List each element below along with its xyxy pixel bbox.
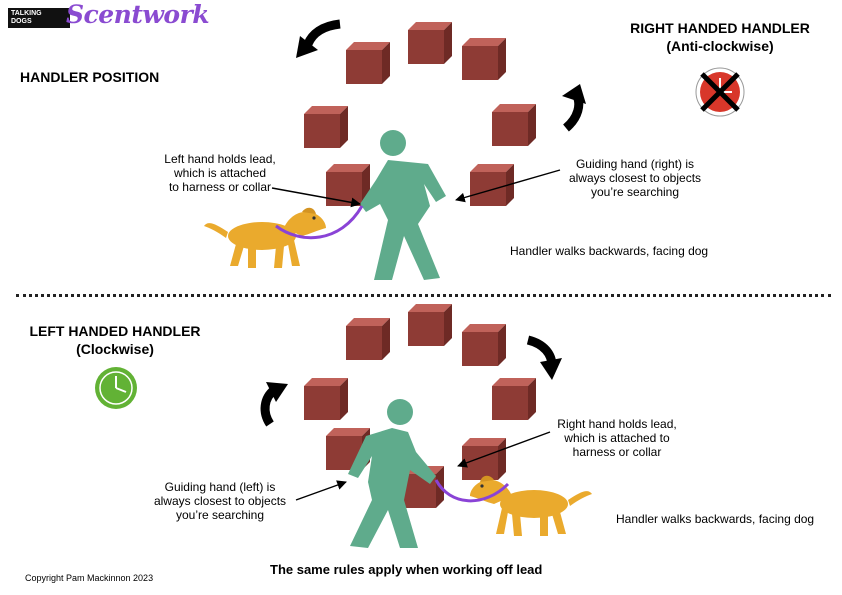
- logo-wordmark: Scentwork: [66, 0, 210, 29]
- scent-box: [346, 318, 390, 360]
- right-handed-title: RIGHT HANDED HANDLER: [630, 20, 810, 36]
- top-lead: [275, 205, 364, 240]
- arrow-head-icon: [540, 358, 562, 380]
- top-guide-note-line: Guiding hand (right) is: [575, 157, 695, 171]
- top-direction-arrows: [296, 19, 586, 132]
- off-lead-rule: The same rules apply when working off le…: [270, 562, 543, 577]
- left-handed-title: LEFT HANDED HANDLER: [29, 323, 201, 339]
- top-guide-pointer: [455, 169, 561, 203]
- bottom-lead-note-line: Right hand holds lead,: [557, 417, 677, 431]
- anticlockwise-label: (Anti-clockwise): [666, 38, 774, 54]
- bottom-guide-note-line: always closest to objects: [153, 494, 287, 508]
- crossed-clock-icon: [695, 67, 745, 117]
- scent-box: [462, 38, 506, 80]
- scent-box: [304, 378, 348, 420]
- top-handler-figure: [360, 130, 446, 280]
- top-lead-note-line: Left hand holds lead,: [164, 152, 276, 166]
- section-divider: [16, 294, 831, 297]
- scent-box: [462, 324, 506, 366]
- logo-badge: TALKING DOGS: [8, 8, 70, 28]
- bottom-guide-note-line: Guiding hand (left) is: [164, 480, 276, 494]
- arrow-head-icon: [562, 84, 586, 104]
- logo-small-line1: TALKING: [11, 10, 42, 17]
- top-lead-note-line: to harness or collar: [168, 180, 272, 194]
- section-title: HANDLER POSITION: [20, 69, 160, 85]
- scent-box: [408, 304, 452, 346]
- top-guide-note: Guiding hand (right) is always closest t…: [555, 157, 715, 199]
- top-lead-note-line: which is attached: [173, 166, 267, 180]
- scent-box: [304, 106, 348, 148]
- clockwise-label: (Clockwise): [76, 341, 154, 357]
- scent-box: [346, 42, 390, 84]
- bottom-handler-figure: [348, 399, 436, 548]
- bottom-guide-note-line: you’re searching: [175, 508, 265, 522]
- bottom-lead-note: Right hand holds lead, which is attached…: [537, 417, 697, 459]
- bottom-guide-pointer: [295, 480, 347, 501]
- top-lead-note: Left hand holds lead, which is attached …: [140, 152, 300, 194]
- scent-box: [408, 22, 452, 64]
- arrow-head-icon: [266, 382, 288, 402]
- curved-arrow-icon: [303, 19, 341, 46]
- top-walk-note: Handler walks backwards, facing dog: [510, 244, 709, 258]
- bottom-lead-note-line: harness or collar: [572, 445, 662, 459]
- dog-icon: [470, 475, 592, 536]
- clock-icon: [95, 367, 137, 409]
- scent-box: [492, 104, 536, 146]
- bottom-walk-note: Handler walks backwards, facing dog: [616, 512, 815, 526]
- top-lead-pointer: [271, 187, 361, 208]
- bottom-lead: [434, 479, 510, 503]
- scent-box: [462, 438, 506, 480]
- arrow-head-icon: [296, 36, 318, 58]
- bottom-dog-figure: [470, 475, 592, 536]
- logo-small-line2: DOGS: [11, 18, 32, 25]
- bottom-direction-arrows: [260, 335, 562, 427]
- bottom-scent-boxes: [304, 304, 536, 508]
- bottom-guide-note: Guiding hand (left) is always closest to…: [135, 480, 305, 522]
- bottom-lead-note-line: which is attached to: [564, 431, 670, 445]
- top-guide-note-line: you’re searching: [590, 185, 680, 199]
- copyright: Copyright Pam Mackinnon 2023: [25, 573, 154, 583]
- top-guide-note-line: always closest to objects: [568, 171, 702, 185]
- bottom-lead-pointer: [457, 431, 551, 468]
- scent-box: [492, 378, 536, 420]
